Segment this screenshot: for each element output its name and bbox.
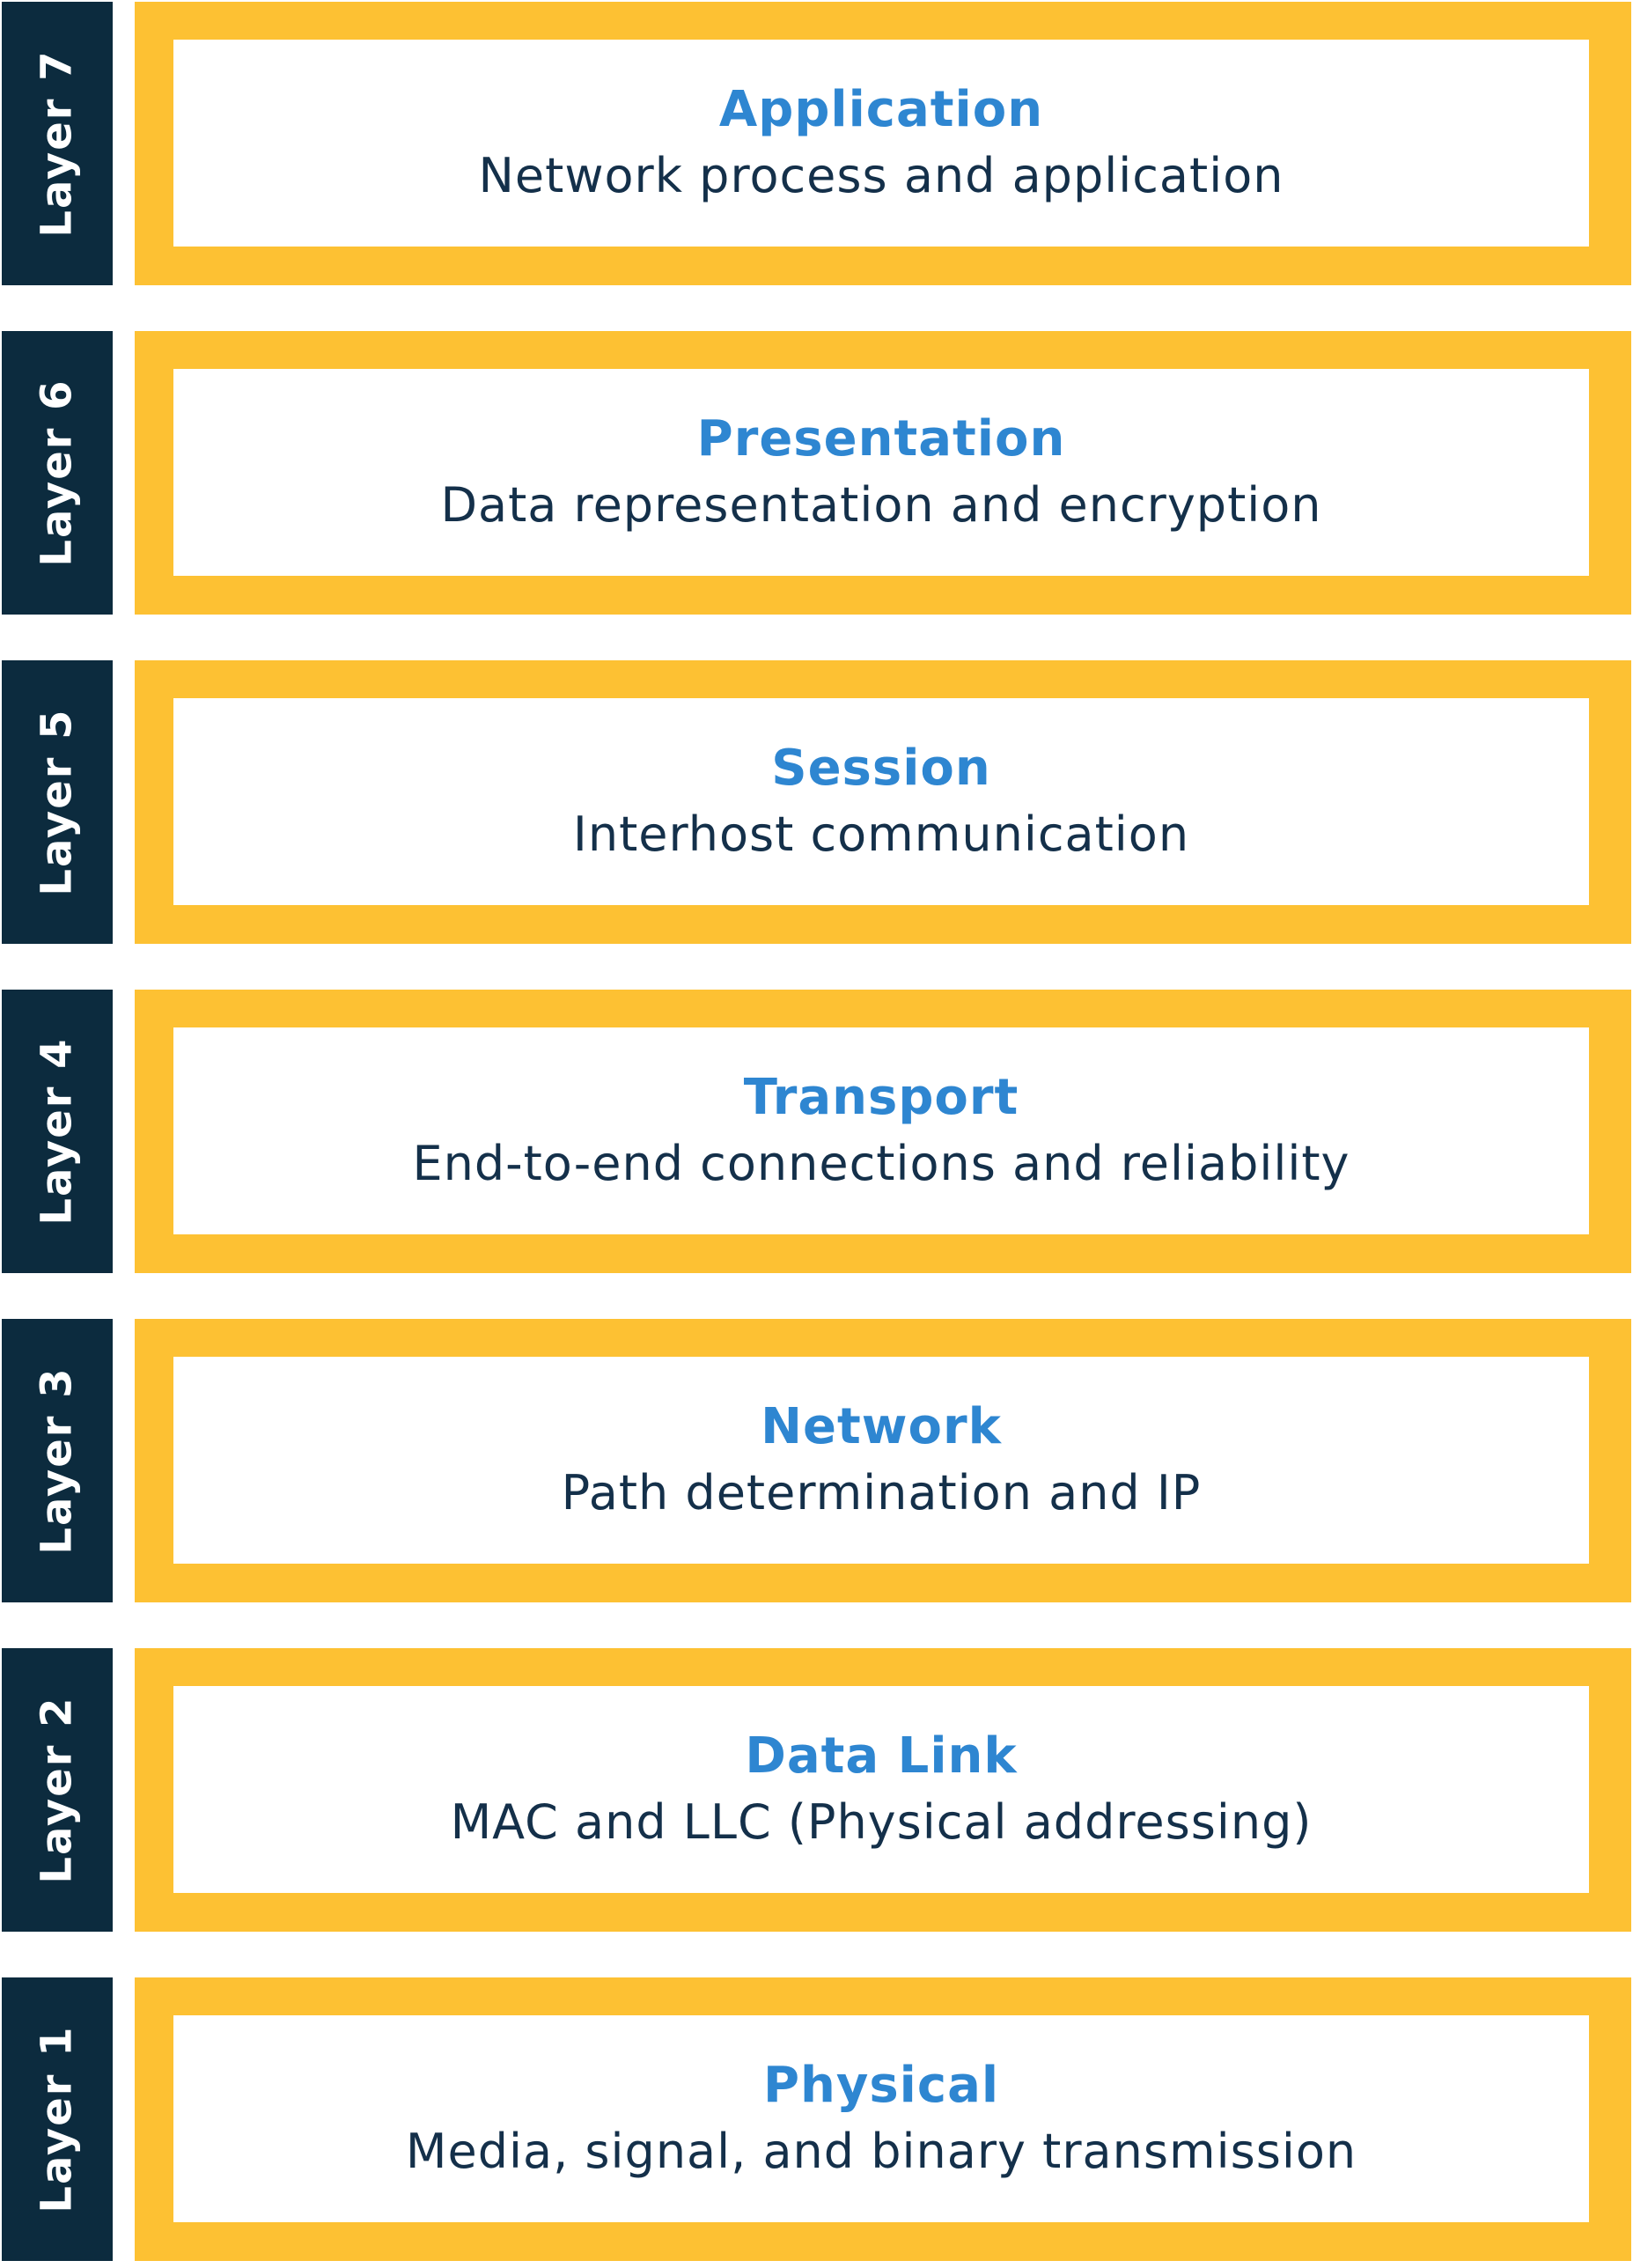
layer-number-bar: Layer 7 [2,2,113,285]
layer-description: Data representation and encryption [440,477,1322,534]
osi-layer-row: Layer 4 Transport End-to-end connections… [2,990,1631,1273]
layer-title: Session [771,739,991,797]
layer-title: Application [718,80,1044,138]
layer-number-label: Layer 6 [33,379,82,567]
osi-layer-row: Layer 2 Data Link MAC and LLC (Physical … [2,1648,1631,1932]
layer-box: Transport End-to-end connections and rel… [135,990,1631,1273]
layer-box-inner: Presentation Data representation and enc… [173,369,1589,576]
layer-title: Presentation [696,409,1066,468]
layer-number-label: Layer 3 [33,1366,82,1555]
layer-number-label: Layer 1 [33,2025,82,2213]
layer-description: MAC and LLC (Physical addressing) [450,1794,1313,1851]
layer-number-label: Layer 2 [33,1696,82,1884]
layer-box-inner: Data Link MAC and LLC (Physical addressi… [173,1686,1589,1893]
osi-layer-row: Layer 6 Presentation Data representation… [2,331,1631,615]
layer-box-inner: Transport End-to-end connections and rel… [173,1027,1589,1234]
layer-description: Network process and application [478,148,1284,204]
layer-number-label: Layer 4 [33,1037,82,1226]
layer-box-inner: Physical Media, signal, and binary trans… [173,2015,1589,2222]
osi-layer-row: Layer 5 Session Interhost communication [2,660,1631,944]
layer-box: Application Network process and applicat… [135,2,1631,285]
layer-number-bar: Layer 1 [2,1977,113,2261]
layer-title: Network [761,1397,1002,1455]
layer-description: Interhost communication [572,806,1190,863]
layer-number-label: Layer 5 [33,708,82,896]
layer-number-bar: Layer 6 [2,331,113,615]
layer-description: Media, signal, and binary transmission [405,2124,1357,2180]
layer-number-label: Layer 7 [33,49,82,238]
layer-number-bar: Layer 4 [2,990,113,1273]
osi-layer-row: Layer 3 Network Path determination and I… [2,1319,1631,1602]
layer-box: Data Link MAC and LLC (Physical addressi… [135,1648,1631,1932]
layer-title: Physical [762,2056,1000,2114]
layer-title: Transport [743,1068,1019,1126]
layer-number-bar: Layer 5 [2,660,113,944]
layer-description: Path determination and IP [561,1465,1202,1521]
layer-box: Presentation Data representation and enc… [135,331,1631,615]
layer-description: End-to-end connections and reliability [412,1136,1350,1192]
layer-number-bar: Layer 2 [2,1648,113,1932]
layer-box-inner: Network Path determination and IP [173,1357,1589,1564]
layer-box: Network Path determination and IP [135,1319,1631,1602]
layer-box: Physical Media, signal, and binary trans… [135,1977,1631,2261]
osi-layer-row: Layer 7 Application Network process and … [2,2,1631,285]
layer-box-inner: Application Network process and applicat… [173,40,1589,247]
layer-number-bar: Layer 3 [2,1319,113,1602]
layer-title: Data Link [745,1727,1018,1785]
layer-box-inner: Session Interhost communication [173,698,1589,905]
layer-box: Session Interhost communication [135,660,1631,944]
osi-layer-row: Layer 1 Physical Media, signal, and bina… [2,1977,1631,2261]
